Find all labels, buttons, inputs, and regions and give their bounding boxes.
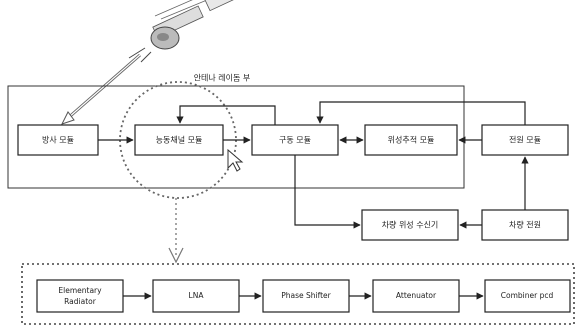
phase-shifter-box: Phase Shifter xyxy=(263,280,349,312)
radiation-module-label: 방사 모듈 xyxy=(42,135,74,145)
combiner-pcd-label: Combiner pcd xyxy=(501,291,554,300)
satellite-icon xyxy=(129,0,251,62)
attenuator-label: Attenuator xyxy=(396,291,437,300)
lna-label: LNA xyxy=(189,291,205,300)
vehicle-receiver-label: 차량 위성 수신기 xyxy=(382,220,439,230)
signal-arrow-icon xyxy=(62,55,140,124)
drive-module-label: 구동 모듈 xyxy=(279,136,311,145)
antenna-radome-group-label: 안테나 레이돔 부 xyxy=(194,73,251,83)
drive-to-receiver-line xyxy=(295,155,360,225)
vehicle-power-label: 차량 전원 xyxy=(509,220,541,230)
radiation-module-box: 방사 모듈 xyxy=(18,125,98,155)
elementary-radiator-label-line1: Elementary xyxy=(58,286,102,295)
power-module-label: 전원 모듈 xyxy=(509,135,541,145)
lna-box: LNA xyxy=(153,280,239,312)
drive-module-box: 구동 모듈 xyxy=(252,125,338,155)
vehicle-receiver-box: 차량 위성 수신기 xyxy=(362,210,458,240)
active-channel-module-label: 능동채널 모듈 xyxy=(156,135,203,145)
power-to-drive-loop xyxy=(320,102,525,125)
satellite-tracking-module-box: 위성추적 모듈 xyxy=(365,125,457,155)
power-module-box: 전원 모듈 xyxy=(482,125,568,155)
phase-shifter-label: Phase Shifter xyxy=(281,291,331,300)
cursor-arrow-icon xyxy=(228,150,242,171)
satellite-tracking-module-label: 위성추적 모듈 xyxy=(388,135,435,145)
elementary-radiator-box: Elementary Radiator xyxy=(37,280,123,312)
combiner-pcd-box: Combiner pcd xyxy=(485,280,570,312)
elementary-radiator-label-line2: Radiator xyxy=(64,297,97,306)
attenuator-box: Attenuator xyxy=(373,280,459,312)
active-channel-module-box: 능동채널 모듈 xyxy=(135,125,223,155)
vehicle-power-box: 차량 전원 xyxy=(482,210,568,240)
